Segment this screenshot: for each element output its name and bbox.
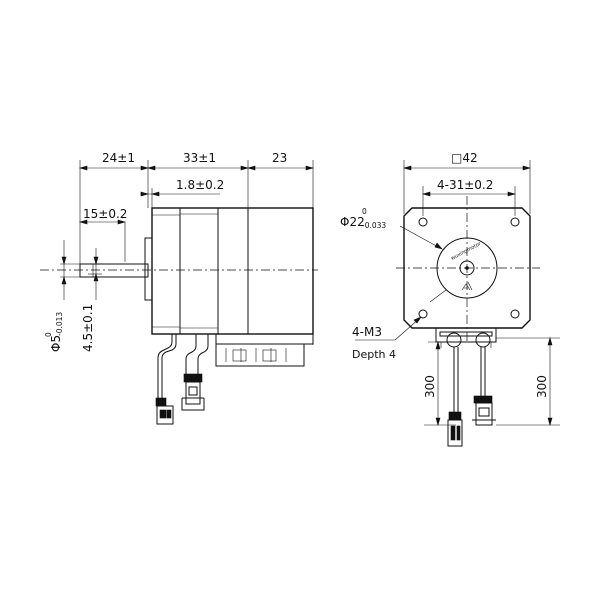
front-view [355, 160, 560, 447]
pilot-diameter-dim: Φ22 0 -0.033 [340, 207, 386, 230]
side-view [40, 160, 318, 425]
flat-dim-text: 4.5±0.1 [81, 304, 95, 352]
lead-length-right: 300 [535, 375, 549, 398]
dim-24: 24±1 [102, 151, 135, 165]
shaft-dia-upper: 0 [44, 332, 53, 337]
pilot-dia-lower: -0.033 [362, 221, 386, 230]
brand-label: wuxingmotor [450, 241, 483, 262]
shaft-dia-symbol: Φ5 [49, 335, 63, 352]
lead-length-left-text: 300 [423, 375, 437, 398]
square-dim: □42 [451, 151, 478, 165]
shaft-dia-lower: -0.013 [55, 312, 64, 336]
brand-label-text: wuxingmotor [450, 241, 483, 262]
hole-spacing-dim: 4-31±0.2 [437, 178, 493, 192]
flat-dim: 4.5±0.1 [81, 304, 95, 352]
lead-length-left: 300 [423, 375, 437, 398]
dim-33: 33±1 [183, 151, 216, 165]
dim-15: 15±0.2 [83, 207, 127, 221]
pilot-dia-upper: 0 [362, 207, 367, 216]
dim-23: 23 [272, 151, 287, 165]
screw-dim: 4-M3 [352, 325, 382, 339]
shaft-diameter-dim: Φ5 0 -0.013 [44, 312, 64, 352]
screw-depth: Depth 4 [352, 348, 396, 361]
dim-1-8: 1.8±0.2 [176, 178, 224, 192]
pilot-dia-symbol: Φ22 [340, 215, 365, 229]
lead-length-right-text: 300 [535, 375, 549, 398]
